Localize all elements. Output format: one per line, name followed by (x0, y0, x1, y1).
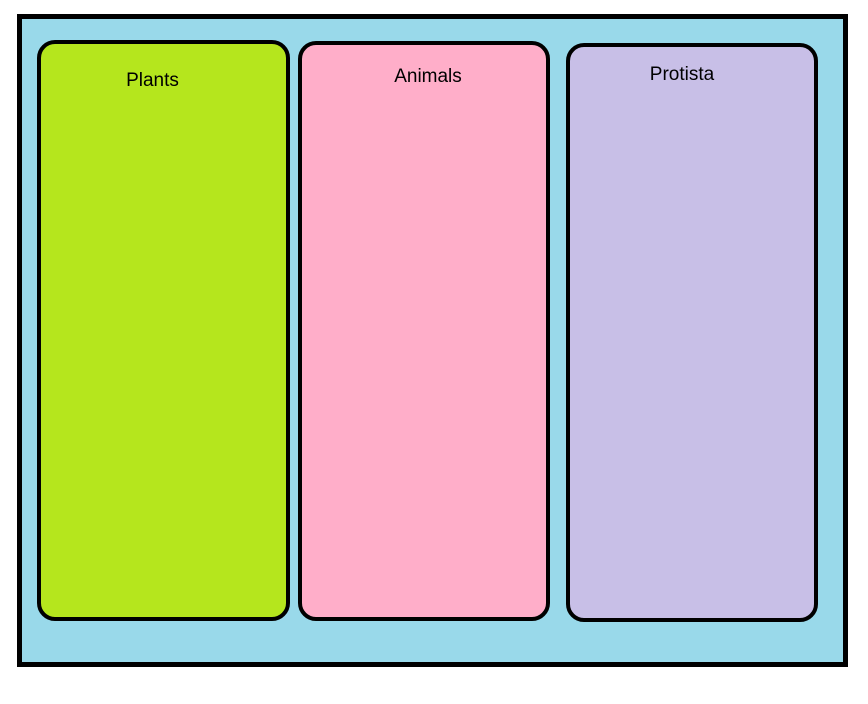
protista-column: Protista (566, 43, 818, 622)
plants-column-label: Plants (126, 70, 179, 91)
classification-board: Plants Animals Protista (17, 14, 848, 667)
protista-column-label: Protista (649, 64, 715, 85)
animals-column: Animals (298, 41, 550, 621)
animals-column-label: Animals (394, 66, 462, 87)
plants-column: Plants (37, 40, 290, 621)
